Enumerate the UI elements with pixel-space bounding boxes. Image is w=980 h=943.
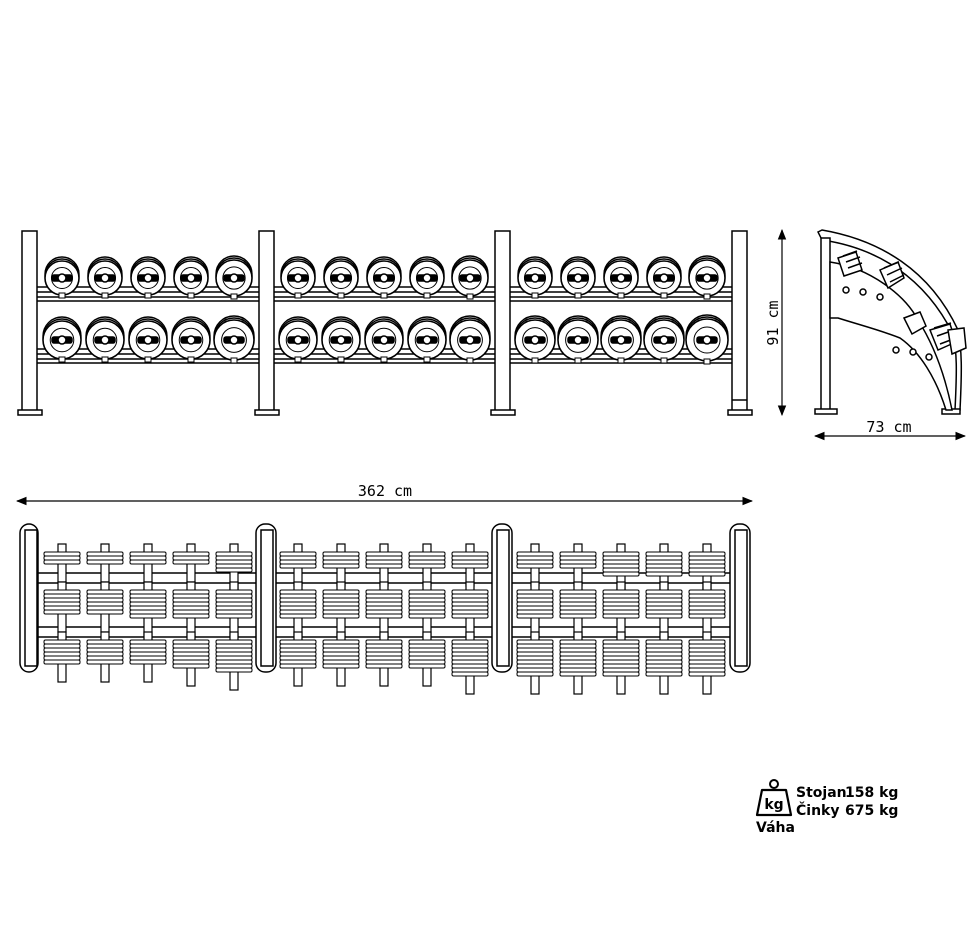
dumbbell-front — [514, 315, 556, 364]
dumbbell-front — [407, 316, 447, 363]
dumbbell-top — [129, 631, 167, 683]
dumbbell-front — [449, 315, 491, 364]
dumbbell-top — [86, 543, 124, 583]
dumbbell-front — [323, 256, 359, 299]
dumbbell-top — [559, 631, 597, 695]
dumbbell-front — [451, 255, 489, 300]
height-label: 91 cm — [764, 300, 782, 345]
dumbbell-top — [43, 631, 81, 683]
dumbbell-top — [451, 543, 489, 587]
dumbbell-top — [688, 543, 726, 595]
dumbbell-top — [602, 581, 640, 637]
weight-label: Váha — [756, 820, 795, 836]
dumbbell-front — [44, 256, 80, 299]
side-plates — [837, 250, 967, 356]
depth-label: 73 cm — [866, 418, 911, 436]
dumbbell-front — [643, 315, 685, 364]
dumbbell-top — [365, 631, 403, 687]
dumbbell-top — [408, 631, 446, 687]
dumbbell-front — [128, 316, 168, 363]
dumbbell-top — [516, 581, 554, 637]
dumbbell-front — [171, 316, 211, 363]
dumbbell-top — [172, 543, 210, 583]
weight-info: kg Váha Stojan 158 kg Činky 675 kg — [755, 778, 905, 838]
dumbbell-front — [173, 256, 209, 299]
dumbbell-front — [366, 256, 402, 299]
kg-icon-text: kg — [764, 797, 783, 813]
dumbbell-front — [278, 316, 318, 363]
dumbbell-top — [559, 581, 597, 637]
dumbbell-front — [688, 255, 726, 300]
dumbbell-top — [645, 543, 683, 595]
dumbbell-top — [129, 581, 167, 637]
dumbbell-front — [87, 256, 123, 299]
dumbbell-top — [365, 581, 403, 637]
front-posts — [17, 230, 753, 416]
dumbbell-top — [408, 581, 446, 637]
dumbbell-top — [516, 543, 554, 587]
dumbbell-front — [280, 256, 316, 299]
dumbbell-top — [408, 543, 446, 587]
dumbbell-front — [215, 255, 253, 300]
cinky-value: 675 kg — [845, 803, 899, 819]
weight-icon: kg — [755, 779, 793, 817]
top-posts — [19, 523, 751, 673]
dumbbell-top — [279, 581, 317, 637]
dumbbell-front — [517, 256, 553, 299]
dumbbell-top — [322, 543, 360, 587]
dumbbell-front — [364, 316, 404, 363]
height-dimension: 91 cm — [764, 228, 787, 417]
dumbbell-top — [451, 581, 489, 637]
side-view — [814, 229, 967, 415]
dumbbell-front — [321, 316, 361, 363]
dumbbell-top — [322, 631, 360, 687]
dumbbell-front — [646, 256, 682, 299]
top-view — [19, 523, 751, 695]
dumbbell-top — [322, 581, 360, 637]
dumbbell-front — [557, 315, 599, 364]
dumbbell-top — [645, 581, 683, 637]
front-dumbbells — [42, 255, 729, 365]
dumbbell-top — [86, 581, 124, 633]
dumbbell-top — [279, 631, 317, 687]
dumbbell-top — [516, 631, 554, 695]
dumbbell-front — [600, 315, 642, 364]
dumbbell-front — [603, 256, 639, 299]
depth-dimension: 73 cm — [813, 418, 967, 441]
cinky-label: Činky — [796, 803, 840, 819]
length-dimension: 362 cm — [15, 482, 754, 506]
dumbbell-top — [451, 631, 489, 695]
dumbbell-front — [130, 256, 166, 299]
dumbbell-top — [215, 543, 253, 591]
dumbbell-front — [685, 314, 729, 365]
dumbbell-top — [602, 631, 640, 695]
length-label: 362 cm — [358, 482, 412, 500]
stojan-label: Stojan — [796, 785, 847, 801]
dumbbell-top — [645, 631, 683, 695]
front-view — [17, 230, 753, 416]
dumbbell-front — [560, 256, 596, 299]
dumbbell-front — [213, 315, 255, 364]
dumbbell-top — [43, 581, 81, 633]
dumbbell-top — [602, 543, 640, 595]
side-holes — [842, 286, 933, 361]
dumbbell-front — [409, 256, 445, 299]
stojan-value: 158 kg — [845, 785, 899, 801]
dumbbell-top — [279, 543, 317, 587]
dumbbell-top — [43, 543, 81, 583]
dumbbell-top — [215, 631, 253, 691]
top-dumbbells — [43, 543, 726, 695]
dumbbell-top — [688, 631, 726, 695]
dumbbell-top — [688, 581, 726, 637]
dumbbell-front — [85, 316, 125, 363]
dumbbell-front — [42, 316, 82, 363]
dumbbell-top — [215, 581, 253, 637]
dumbbell-top — [172, 631, 210, 687]
dumbbell-top — [365, 543, 403, 587]
dumbbell-top — [559, 543, 597, 587]
dumbbell-top — [86, 631, 124, 683]
